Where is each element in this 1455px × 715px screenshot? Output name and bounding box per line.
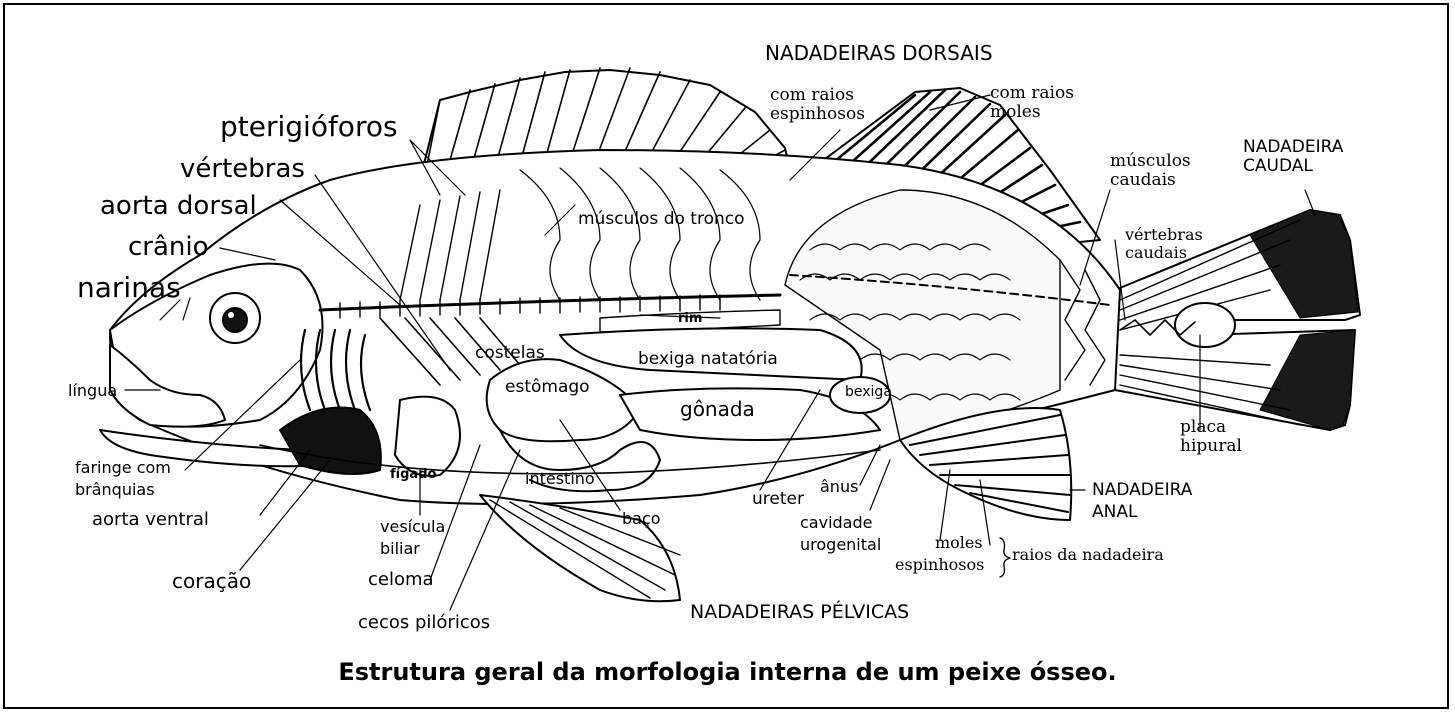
label-bexiga-natatoria: bexiga natatória	[638, 350, 778, 369]
figure-caption: Estrutura geral da morfologia interna de…	[0, 658, 1455, 686]
label-aorta-dorsal: aorta dorsal	[100, 192, 257, 221]
label-espinhosos: espinhosos	[895, 556, 984, 574]
rays-brace	[1000, 538, 1010, 577]
label-baco: baço	[622, 510, 661, 528]
label-anus: ânus	[820, 478, 858, 496]
label-vesicula-biliar: vesícula biliar	[380, 516, 445, 559]
label-aorta-ventral: aorta ventral	[92, 510, 209, 530]
label-ureter: ureter	[752, 490, 804, 509]
label-placa-hipural: placa hipural	[1180, 418, 1242, 455]
label-rim: rim	[678, 312, 702, 326]
liver	[395, 397, 460, 476]
label-cavidade-urogenital: cavidade urogenital	[800, 512, 881, 555]
label-raios-da-nadadeira: raios da nadadeira	[1012, 546, 1164, 564]
label-narinas: narinas	[77, 273, 181, 304]
label-coracao: coração	[172, 570, 251, 592]
label-gonada: gônada	[680, 398, 755, 420]
label-vertebras: vértebras	[180, 155, 305, 184]
label-cecos-piloricos: cecos pilóricos	[358, 613, 490, 633]
label-estomago: estômago	[505, 378, 590, 397]
label-pterigioforos: pterigióforos	[220, 112, 398, 143]
label-musculos-caudais: músculos caudais	[1110, 152, 1191, 189]
label-com-raios-espinhosos: com raios espinhosos	[770, 86, 865, 123]
label-bexiga: bexiga	[845, 385, 892, 400]
label-nadadeiras-pelvicas: NADADEIRAS PÉLVICAS	[690, 602, 909, 623]
label-com-raios-moles: com raios moles	[990, 84, 1074, 121]
label-nadadeira-anal: NADADEIRA ANAL	[1092, 479, 1192, 523]
label-intestino: intestino	[525, 470, 595, 488]
label-nadadeira-caudal: NADADEIRA CAUDAL	[1243, 138, 1343, 175]
eye-pupil	[223, 308, 247, 332]
label-vertebras-caudais: vértebras caudais	[1125, 226, 1203, 261]
label-costelas: costelas	[475, 344, 545, 363]
label-lingua: língua	[68, 382, 117, 400]
label-moles: moles	[935, 534, 983, 552]
label-figado: fígado	[390, 468, 436, 482]
label-celoma: celoma	[368, 570, 434, 590]
label-cranio: crânio	[128, 233, 209, 262]
label-nadadeiras-dorsais: NADADEIRAS DORSAIS	[765, 42, 993, 64]
label-faringe-com-branquias: faringe com brânquias	[75, 457, 171, 500]
label-musculos-do-tronco: músculos do tronco	[578, 210, 745, 229]
hypural-plate	[1175, 303, 1235, 347]
